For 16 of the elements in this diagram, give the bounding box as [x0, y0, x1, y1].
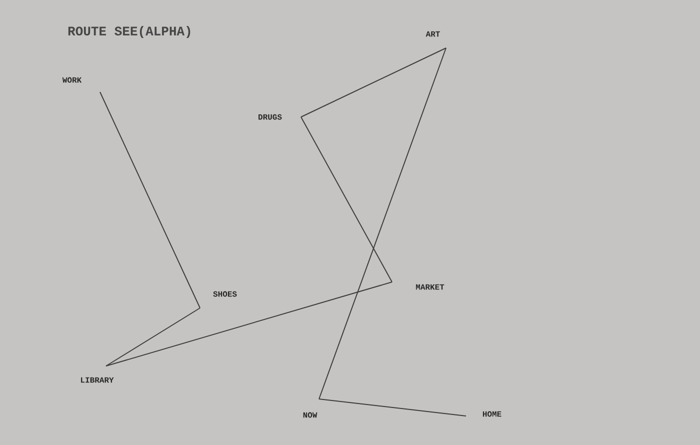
- route-line: [106, 308, 200, 366]
- route-line: [318, 398, 466, 416]
- route-line: [300, 48, 446, 118]
- place-label: DRUGS: [258, 114, 282, 120]
- route-line: [106, 282, 392, 366]
- title: ROUTE SEE(ALPHA): [68, 26, 190, 38]
- place-label: ART: [426, 31, 440, 37]
- route-line: [318, 48, 446, 400]
- place-label: WORK: [62, 77, 82, 83]
- place-label: MARKET: [416, 284, 444, 290]
- place-label: NOW: [303, 412, 318, 418]
- place-label: LIBRARY: [81, 377, 114, 383]
- place-label: HOME: [482, 411, 502, 417]
- route-line: [100, 92, 200, 308]
- route-line: [300, 116, 392, 282]
- place-label: SHOES: [213, 291, 237, 297]
